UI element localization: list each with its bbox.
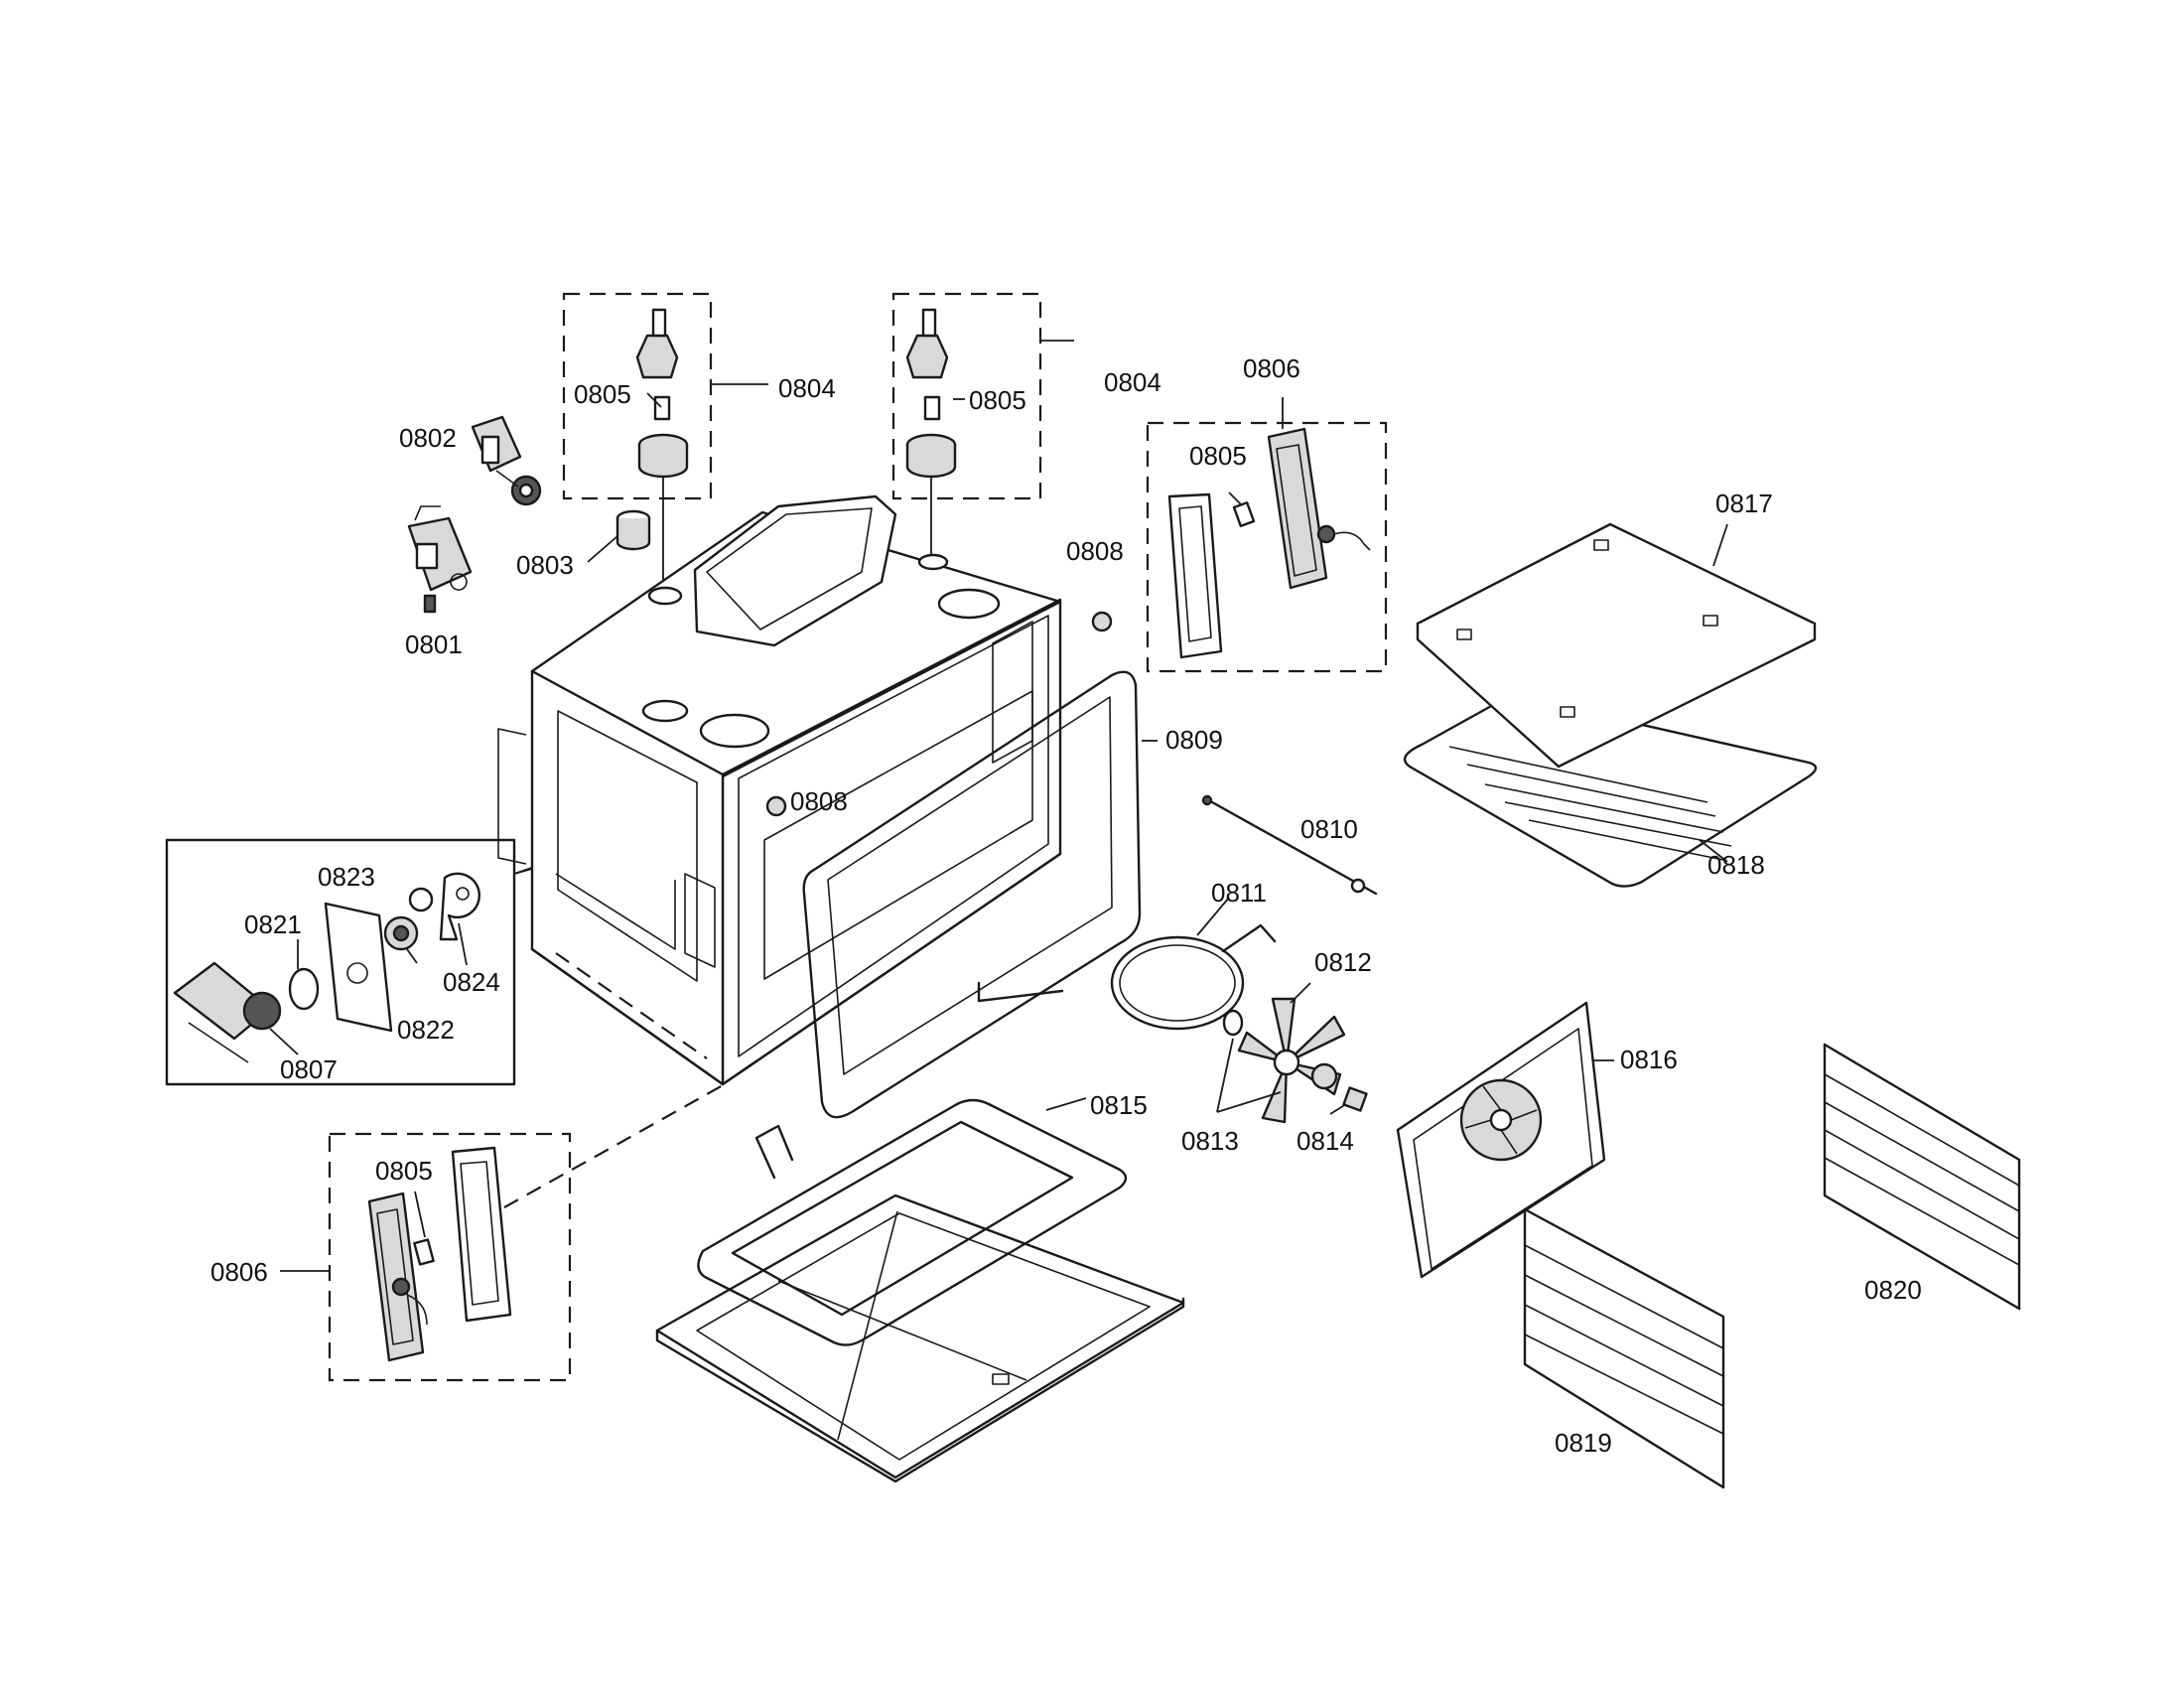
screw-0808-top xyxy=(1091,611,1113,632)
nut-0814 xyxy=(1329,1086,1368,1115)
label-0805-left-lamp: 0805 xyxy=(574,379,631,409)
door-gasket-0809 xyxy=(802,670,1158,1119)
side-lamp-left-group xyxy=(280,1083,726,1382)
side-lamp-right-group xyxy=(1146,397,1388,673)
label-0808-front: 0808 xyxy=(790,786,848,816)
label-0822: 0822 xyxy=(397,1015,455,1045)
label-0805-right-lamp: 0805 xyxy=(969,385,1026,415)
label-0824: 0824 xyxy=(443,967,500,997)
label-0806-right: 0806 xyxy=(1243,353,1300,383)
label-0808-top: 0808 xyxy=(1066,536,1124,566)
label-0815: 0815 xyxy=(1090,1090,1148,1120)
broil-element-0818 xyxy=(1403,693,1818,888)
label-0823: 0823 xyxy=(318,862,375,892)
label-0805-side-lamp: 0805 xyxy=(1189,441,1247,471)
label-0812: 0812 xyxy=(1314,947,1372,977)
switch-0801 xyxy=(407,505,473,614)
label-0807: 0807 xyxy=(280,1054,338,1084)
thermostat-0802 xyxy=(471,415,542,506)
oven-cavity xyxy=(497,494,1062,1086)
label-0814: 0814 xyxy=(1297,1126,1354,1156)
label-0819: 0819 xyxy=(1555,1428,1612,1458)
label-0811: 0811 xyxy=(1211,878,1267,908)
label-0810: 0810 xyxy=(1300,814,1358,844)
convection-element-0811 xyxy=(1110,897,1277,1031)
heat-plate-0817 xyxy=(1416,522,1817,769)
label-0820: 0820 xyxy=(1864,1275,1922,1305)
label-0816: 0816 xyxy=(1620,1045,1678,1074)
label-0804-right: 0804 xyxy=(1104,367,1161,397)
motor-0803 xyxy=(587,509,651,563)
label-0805-lower: 0805 xyxy=(375,1156,433,1186)
washer-0813 xyxy=(1216,1009,1282,1113)
label-0818: 0818 xyxy=(1707,850,1765,880)
probe-0810 xyxy=(1201,794,1378,896)
fan-blade-0812 xyxy=(1237,982,1346,1124)
fan-cover-0816 xyxy=(1396,1001,1614,1279)
bottom-element-0815 xyxy=(655,1097,1185,1483)
label-0801: 0801 xyxy=(405,630,463,659)
label-0821: 0821 xyxy=(244,910,302,939)
label-0802: 0802 xyxy=(399,423,457,453)
lamp-assembly-left-group xyxy=(562,292,768,581)
rack-support-0820 xyxy=(1823,1043,2021,1311)
label-0804-left: 0804 xyxy=(778,373,836,403)
label-0809: 0809 xyxy=(1165,725,1223,755)
label-0803: 0803 xyxy=(516,550,574,580)
label-0813: 0813 xyxy=(1181,1126,1239,1156)
lamp-assembly-right-group xyxy=(891,292,1074,556)
label-0806-left: 0806 xyxy=(210,1257,268,1287)
rack-support-0819 xyxy=(1523,1207,1725,1489)
label-0817: 0817 xyxy=(1715,489,1773,518)
screw-0808-front xyxy=(765,795,787,817)
